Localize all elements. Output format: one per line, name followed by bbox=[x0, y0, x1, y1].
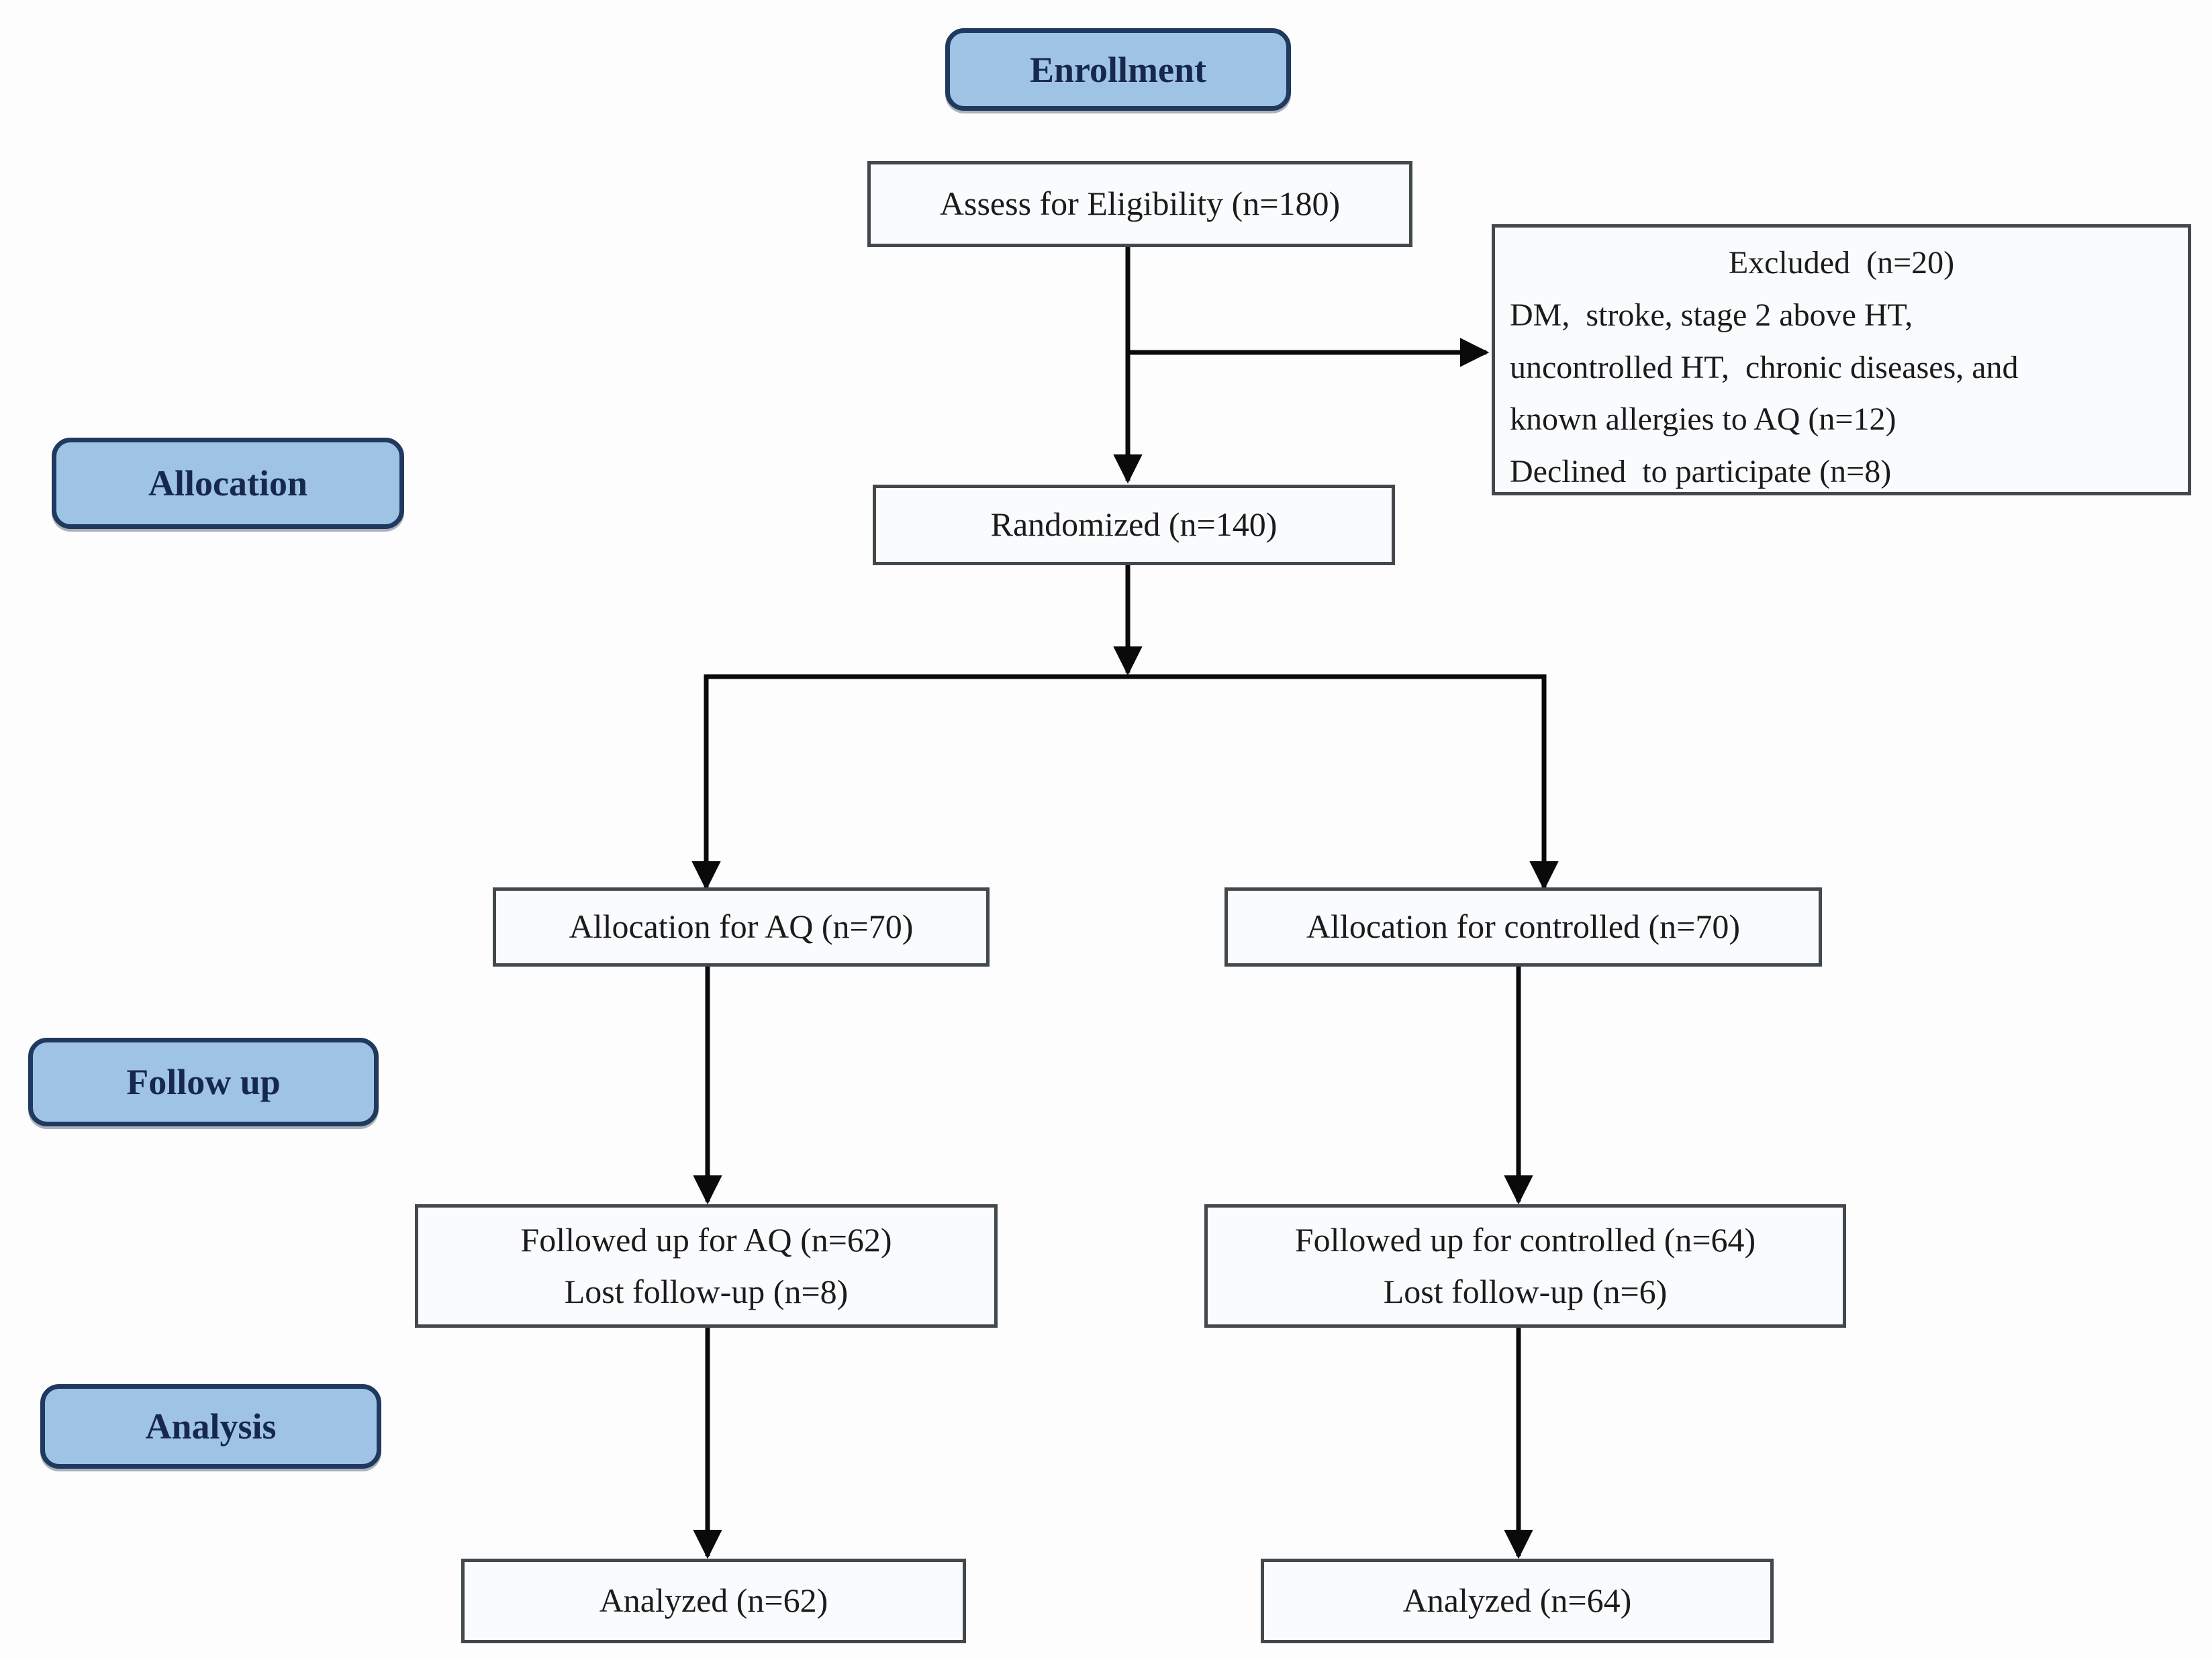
node-analyzed-aq: Analyzed (n=62) bbox=[461, 1559, 966, 1643]
followed-up-controlled-line2: Lost follow-up (n=6) bbox=[1383, 1273, 1668, 1310]
excluded-reason-2: uncontrolled HT, chronic diseases, and bbox=[1510, 349, 2019, 385]
analyzed-controlled-text: Analyzed (n=64) bbox=[1402, 1581, 1632, 1620]
allocation-controlled-text: Allocation for controlled (n=70) bbox=[1306, 908, 1741, 946]
randomized-text: Randomized (n=140) bbox=[990, 505, 1278, 544]
node-followed-up-aq: Followed up for AQ (n=62) Lost follow-up… bbox=[415, 1204, 998, 1328]
excluded-reason-1: DM, stroke, stage 2 above HT, bbox=[1510, 297, 1913, 333]
stage-allocation: Allocation bbox=[52, 438, 404, 529]
stage-analysis-label: Analysis bbox=[145, 1406, 277, 1447]
assess-eligibility-text: Assess for Eligibility (n=180) bbox=[939, 185, 1341, 223]
followed-up-aq-line1: Followed up for AQ (n=62) bbox=[520, 1220, 892, 1259]
stage-enrollment-label: Enrollment bbox=[1029, 49, 1206, 90]
node-allocation-aq: Allocation for AQ (n=70) bbox=[493, 887, 990, 967]
node-analyzed-controlled: Analyzed (n=64) bbox=[1261, 1559, 1774, 1643]
excluded-reason-4: Declined to participate (n=8) bbox=[1510, 454, 1892, 489]
followed-up-aq-line2: Lost follow-up (n=8) bbox=[564, 1273, 849, 1310]
node-allocation-controlled: Allocation for controlled (n=70) bbox=[1224, 887, 1822, 967]
excluded-title: Excluded (n=20) bbox=[1728, 245, 1955, 281]
allocation-aq-text: Allocation for AQ (n=70) bbox=[569, 908, 914, 946]
excluded-reason-3: known allergies to AQ (n=12) bbox=[1510, 401, 1896, 438]
node-followed-up-controlled: Followed up for controlled (n=64) Lost f… bbox=[1204, 1204, 1846, 1328]
stage-analysis: Analysis bbox=[40, 1384, 381, 1469]
analyzed-aq-text: Analyzed (n=62) bbox=[599, 1581, 828, 1620]
stage-allocation-label: Allocation bbox=[148, 463, 307, 503]
stage-enrollment: Enrollment bbox=[945, 28, 1291, 111]
node-randomized: Randomized (n=140) bbox=[873, 485, 1395, 565]
stage-follow-up: Follow up bbox=[28, 1038, 379, 1126]
stage-follow-up-label: Follow up bbox=[126, 1062, 281, 1102]
node-excluded: Excluded (n=20) DM, stroke, stage 2 abov… bbox=[1492, 224, 2191, 495]
followed-up-controlled-line1: Followed up for controlled (n=64) bbox=[1294, 1220, 1756, 1259]
node-assess-eligibility: Assess for Eligibility (n=180) bbox=[867, 161, 1412, 247]
